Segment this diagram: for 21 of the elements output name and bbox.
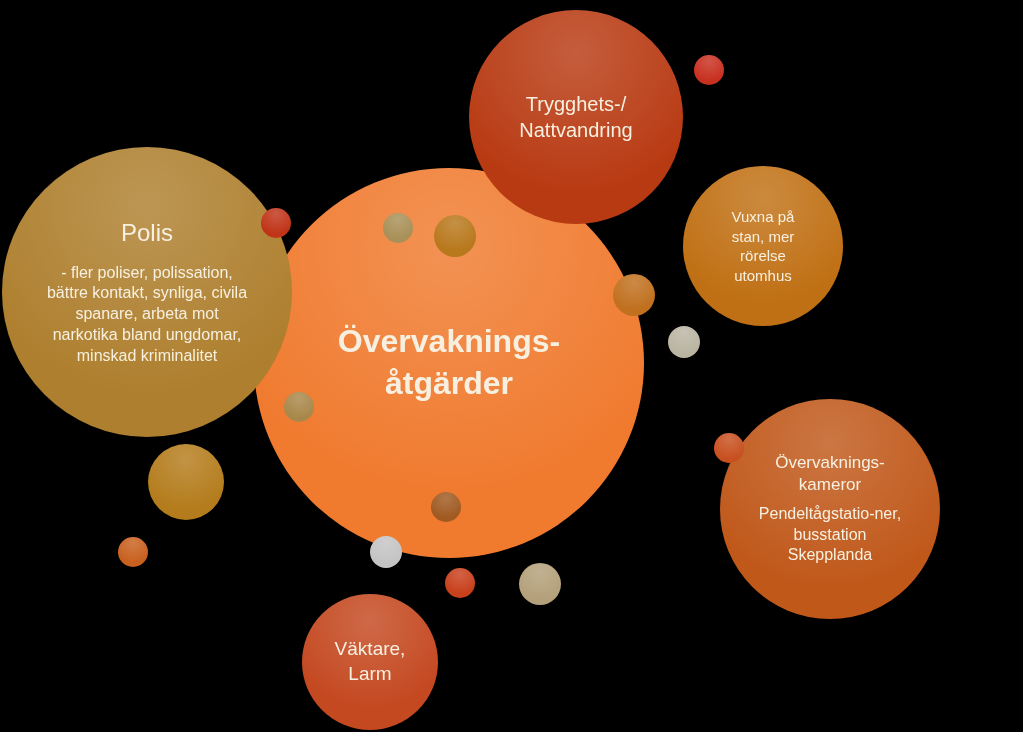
bubble-text: Pendeltågstatio-ner, busstation Skepplanda: [757, 503, 903, 566]
small-bubble: [431, 492, 461, 522]
small-bubble: [613, 274, 655, 316]
bubble-text: Trygghets-/ Nattvandring: [518, 92, 634, 143]
bubble-text: Vuxna på stan, mer rörelse utomhus: [730, 207, 796, 285]
small-bubble: [118, 537, 148, 567]
small-bubble: [370, 536, 402, 568]
small-bubble: [668, 326, 700, 358]
small-bubble: [284, 392, 314, 422]
bubble-text: Väktare, Larm: [333, 637, 407, 686]
small-bubble: [383, 213, 413, 243]
small-bubble: [714, 433, 744, 463]
bubble-text: - fler poliser, polissation, bättre kontakt, synliga, civila spanare, arbeta mot narkotika bland ungdomar, minskad kriminalitet: [45, 262, 249, 366]
small-bubble: [434, 215, 476, 257]
small-bubble: [261, 208, 291, 238]
bubble-title: Polis: [120, 218, 174, 249]
small-bubble: [694, 55, 724, 85]
bubble-title: Övervaknings- kameror: [774, 451, 886, 496]
small-bubble: [445, 568, 475, 598]
bubble-text: Övervaknings- åtgärder: [336, 322, 562, 403]
small-bubble: [519, 563, 561, 605]
